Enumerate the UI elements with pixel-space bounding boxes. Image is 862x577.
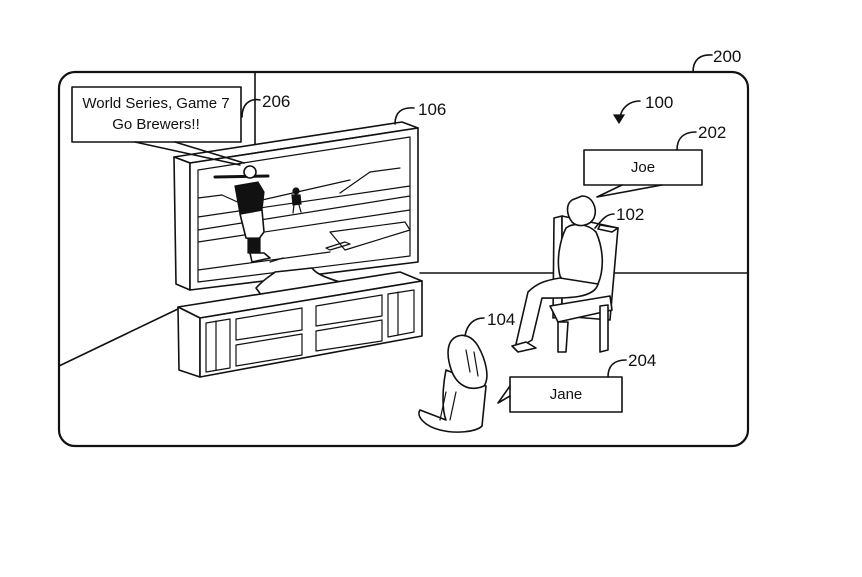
joe-name-tag: Joe xyxy=(583,149,703,198)
tv-tag-line1: World Series, Game 7 xyxy=(82,95,229,112)
user-joe xyxy=(511,195,619,353)
jane-tag-leader-line xyxy=(607,359,627,378)
frame-leader-line xyxy=(692,54,713,73)
frame-ref-label: 200 xyxy=(713,47,741,66)
tv-tag-ref-label: 206 xyxy=(262,92,290,111)
jane-tag-ref-label: 204 xyxy=(628,351,656,370)
tv-tag-leader-line xyxy=(241,98,261,118)
pitcher-figure xyxy=(291,187,302,214)
jane-leader-line xyxy=(464,317,485,337)
tv-info-tag: World Series, Game 7 Go Brewers!! xyxy=(71,86,245,166)
system-ref-label: 100 xyxy=(645,93,673,112)
jane-tag-label: Jane xyxy=(550,386,583,403)
display-frame xyxy=(57,70,750,448)
batter-figure xyxy=(213,165,271,263)
display-ref-label: 106 xyxy=(418,100,446,119)
jane-name-tag: Jane xyxy=(497,376,623,413)
television xyxy=(173,121,419,297)
floor-line-left xyxy=(58,307,181,367)
joe-tag-ref-label: 202 xyxy=(698,123,726,142)
entertainment-center xyxy=(177,271,423,378)
joe-tag-label: Joe xyxy=(631,159,655,176)
arrow-head-icon xyxy=(612,114,626,125)
joe-ref-label: 102 xyxy=(616,205,644,224)
joe-leader-line xyxy=(594,213,615,229)
user-jane xyxy=(418,334,488,433)
jane-ref-label: 104 xyxy=(487,310,515,329)
display-leader-line xyxy=(394,107,415,125)
joe-tag-leader-line xyxy=(676,131,697,151)
tv-tag-line2: Go Brewers!! xyxy=(112,116,200,133)
